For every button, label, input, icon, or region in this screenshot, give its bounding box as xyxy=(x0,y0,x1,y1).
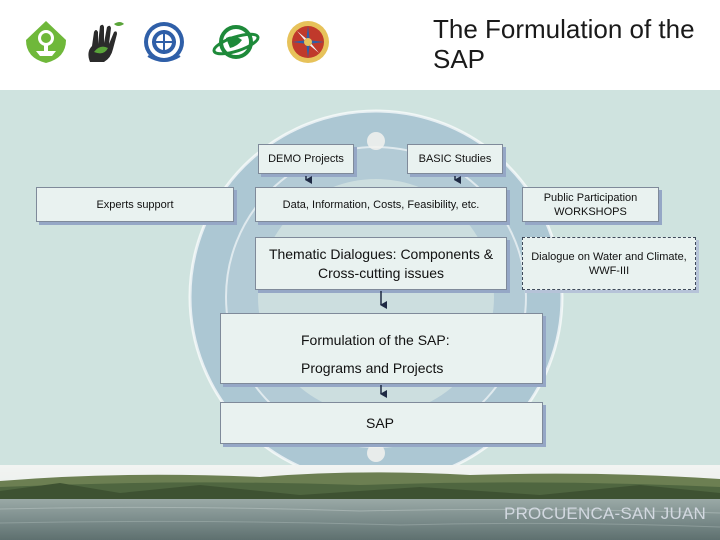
experts-support-label: Experts support xyxy=(96,198,174,211)
tree-logo-icon xyxy=(26,21,66,63)
diagram-panel: DEMO Projects BASIC Studies Experts supp… xyxy=(0,90,720,465)
globe-ring-logo-icon xyxy=(212,25,260,59)
demo-projects-box: DEMO Projects xyxy=(258,144,354,174)
data-information-label: Data, Information, Costs, Feasibility, e… xyxy=(282,198,480,211)
demo-projects-label: DEMO Projects xyxy=(268,153,344,165)
data-information-box: Data, Information, Costs, Feasibility, e… xyxy=(255,187,507,222)
thematic-dialogues-label: Thematic Dialogues: Components & Cross-c… xyxy=(268,245,494,281)
oas-seal-logo-icon xyxy=(287,21,329,63)
river-landscape-image xyxy=(0,465,720,540)
formulation-sap-box: Formulation of the SAP: Programs and Pro… xyxy=(220,313,543,384)
public-participation-label: Public Participation WORKSHOPS xyxy=(543,191,638,218)
hand-print-logo-icon xyxy=(88,22,124,62)
thematic-dialogues-box: Thematic Dialogues: Components & Cross-c… xyxy=(255,237,507,290)
basic-studies-label: BASIC Studies xyxy=(418,153,492,165)
header: The Formulation of the SAP xyxy=(0,0,720,90)
dialogue-water-climate-label: Dialogue on Water and Climate, WWF-III xyxy=(531,250,687,277)
experts-support-box: Experts support xyxy=(36,187,234,222)
unep-logo-icon xyxy=(144,22,184,62)
public-participation-box: Public Participation WORKSHOPS xyxy=(522,187,659,222)
dialogue-water-climate-box: Dialogue on Water and Climate, WWF-III xyxy=(522,237,696,290)
footer-brand: PROCUENCA-SAN JUAN xyxy=(504,504,706,523)
formulation-sap-line1: Formulation of the SAP: xyxy=(301,332,450,348)
basic-studies-box: BASIC Studies xyxy=(407,144,503,174)
sap-label: SAP xyxy=(366,415,395,431)
formulation-sap-line2: Programs and Projects xyxy=(301,360,444,376)
slide-title: The Formulation of the SAP xyxy=(433,14,695,74)
sap-box: SAP xyxy=(220,402,543,444)
